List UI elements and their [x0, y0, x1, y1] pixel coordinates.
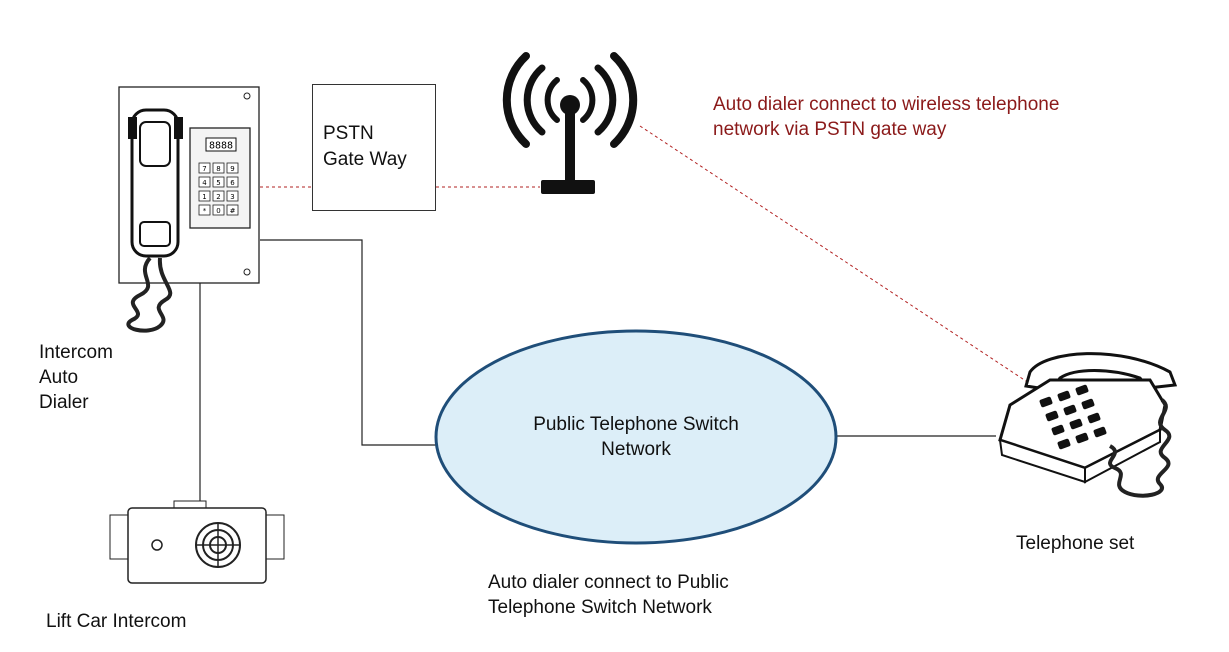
gateway-label: PSTN Gate Way [323, 123, 407, 170]
intercom-auto-dialer-icon [118, 86, 260, 333]
keypad-key [198, 204, 211, 216]
keypad-key-label: 4 [202, 179, 207, 187]
pstn-note: Auto dialer connect to Public Telephone … [488, 572, 729, 618]
keypad-key [198, 162, 211, 174]
link-dialer-network [260, 239, 440, 446]
keypad-key [212, 190, 225, 202]
keypad-key [226, 204, 239, 216]
telephone-icon [998, 352, 1178, 498]
antenna-icon [502, 52, 638, 194]
keypad-key [212, 162, 225, 174]
keypad-key [198, 176, 211, 188]
keypad-key-label: 8 [216, 165, 220, 173]
intercom-auto-dialer-label: Intercom Auto Dialer [39, 342, 113, 413]
keypad-key-label: 6 [230, 179, 235, 187]
keypad-key [198, 190, 211, 202]
keypad-key-label: * [203, 207, 207, 215]
dialer-keypad: 8888 7 8 9 4 5 6 1 2 3 * 0 # [198, 141, 239, 216]
keypad-key-label: 0 [216, 207, 220, 215]
keypad-key-label: # [230, 207, 236, 215]
wireless-note: Auto dialer connect to wireless telephon… [713, 94, 1060, 140]
keypad-key [226, 190, 239, 202]
keypad-key-label: 1 [202, 193, 206, 201]
pstn-gateway-box: PSTN Gate Way [312, 84, 436, 211]
dialer-display: 8888 [209, 141, 233, 152]
telephone-set-label: Telephone set [1016, 533, 1135, 554]
keypad-key [226, 162, 239, 174]
keypad-key-label: 3 [230, 193, 234, 201]
link-antenna-telephone [639, 125, 1033, 386]
lift-car-intercom-icon [109, 500, 285, 584]
keypad-key-label: 5 [216, 179, 220, 187]
public-telephone-network-oval [434, 329, 838, 545]
keypad-key [226, 176, 239, 188]
keypad-key-label: 2 [216, 193, 220, 201]
keypad-key [212, 204, 225, 216]
keypad-key-label: 7 [202, 165, 206, 173]
lift-car-intercom-label: Lift Car Intercom [46, 611, 187, 632]
keypad-key-label: 9 [230, 165, 234, 173]
keypad-key [212, 176, 225, 188]
network-label: Public Telephone Switch Network [533, 414, 739, 460]
